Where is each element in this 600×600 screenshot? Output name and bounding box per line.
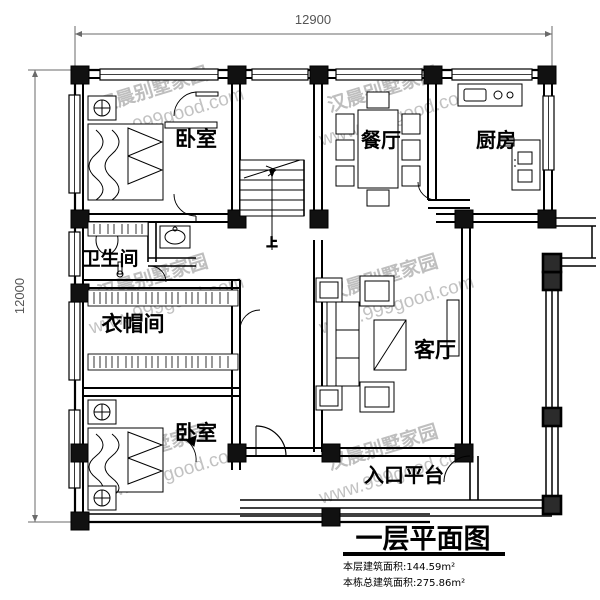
- column: [454, 209, 474, 229]
- room-label-cloakroom: 衣帽间: [102, 312, 165, 336]
- room-label-dining-room: 餐厅: [361, 128, 401, 152]
- wardrobe-rail: [87, 289, 239, 307]
- dining-chair: [401, 165, 421, 187]
- column: [537, 65, 557, 85]
- column: [70, 283, 90, 303]
- wall-living-right: [461, 222, 471, 452]
- room-label-bathroom: 卫生间: [81, 247, 138, 270]
- terrace-column: [541, 270, 563, 292]
- column: [454, 443, 474, 463]
- column: [309, 209, 329, 229]
- column: [70, 443, 90, 463]
- room-label-bedroom-bottom: 卧室: [175, 421, 217, 445]
- column: [423, 65, 443, 85]
- dimension-top: [74, 26, 553, 70]
- dining-chair: [335, 139, 355, 161]
- column: [537, 209, 557, 229]
- drawing-title: 一层平面图: [356, 524, 491, 555]
- wall-bath-cloakroom: [83, 279, 240, 289]
- column-layer: [70, 65, 563, 531]
- wall-cloak-bedroom: [83, 387, 240, 397]
- room-label-entrance-deck: 入口平台: [364, 463, 444, 487]
- furniture-bedroom-bottom: [87, 399, 197, 511]
- column: [227, 65, 247, 85]
- column: [321, 507, 341, 527]
- terrace-rail: [545, 217, 596, 500]
- dining-chair: [366, 189, 390, 207]
- dining-chair: [335, 165, 355, 187]
- column: [70, 65, 90, 85]
- title-block: 一层平面图 本层建筑面积:144.59m² 本栋总建筑面积:275.86m²: [343, 524, 505, 589]
- column: [309, 65, 329, 85]
- tv-cabinet: [446, 299, 460, 357]
- wall-hall-living: [313, 78, 323, 452]
- terrace-column: [541, 406, 563, 428]
- column: [227, 443, 247, 463]
- furniture-bedroom-top: [87, 91, 219, 201]
- furniture-living: [315, 275, 460, 413]
- terrace-column: [541, 252, 563, 274]
- dimension-top-label: 12900: [295, 12, 331, 27]
- dining-table: [357, 109, 399, 189]
- room-label-bedroom-top: 卧室: [175, 127, 217, 151]
- area-total: 本栋总建筑面积:275.86m²: [343, 576, 465, 589]
- dimension-left-label: 12000: [12, 278, 27, 314]
- column: [70, 209, 90, 229]
- dining-chair: [401, 139, 421, 161]
- dimension-left: [28, 69, 78, 523]
- column: [70, 511, 90, 531]
- stair-up-marker: 上: [267, 235, 278, 249]
- room-label-kitchen: 厨房: [476, 128, 516, 152]
- room-label-layer: 卧室 卫生间 衣帽间 卧室 餐厅 厨房 客厅 入口平台: [81, 127, 516, 487]
- furniture-kitchen: [457, 83, 541, 191]
- deck-outline: [240, 456, 552, 517]
- bed: [87, 123, 164, 201]
- wall-living-bottom: [240, 447, 470, 457]
- furniture-cloakroom: [87, 221, 239, 371]
- furniture-dining: [335, 91, 421, 207]
- dining-chair: [366, 91, 390, 109]
- wardrobe: [164, 121, 218, 129]
- column: [321, 443, 341, 463]
- wardrobe-rail: [87, 353, 239, 371]
- dining-chair: [401, 113, 421, 135]
- area-floor: 本层建筑面积:144.59m²: [343, 560, 455, 573]
- terrace-column: [541, 494, 563, 516]
- wardrobe-rail: [87, 221, 149, 237]
- floor-drain: [117, 261, 123, 275]
- washbasin: [159, 225, 191, 249]
- title-underline: [343, 552, 505, 556]
- dining-chair: [335, 113, 355, 135]
- door-layer: [149, 181, 471, 483]
- room-label-living-room: 客厅: [414, 338, 456, 362]
- staircase: 上: [239, 159, 305, 250]
